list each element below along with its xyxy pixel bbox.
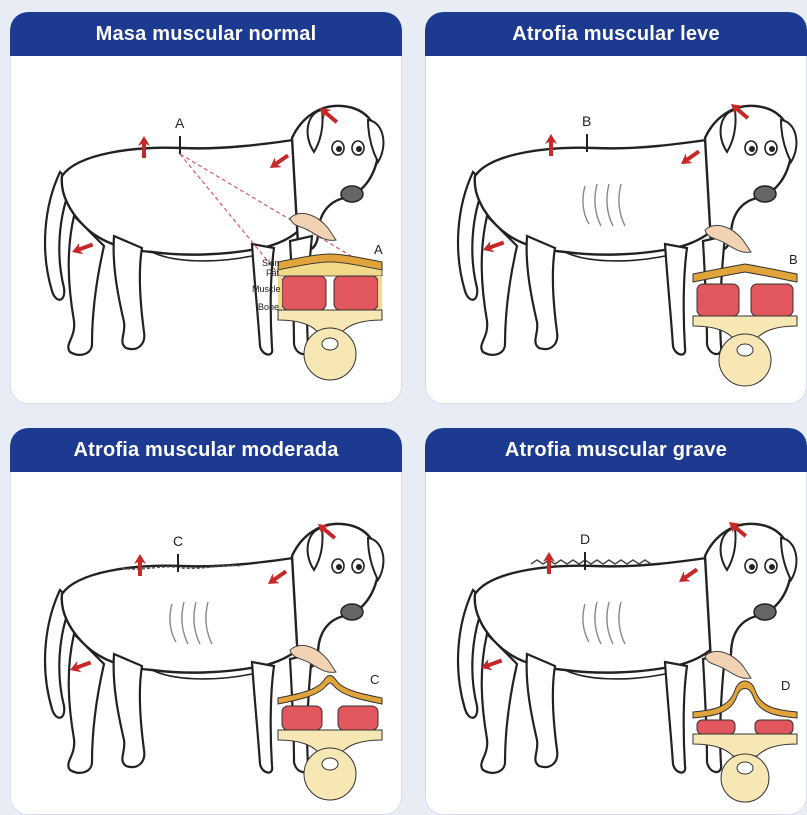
inset-marker-label: B bbox=[789, 252, 798, 267]
layer-label-skin: Skin bbox=[262, 258, 280, 268]
dog-illustration: D D bbox=[425, 472, 807, 815]
panel-title: Atrofia muscular grave bbox=[425, 428, 807, 472]
layer-label-muscle: Muscle bbox=[252, 284, 281, 294]
panel-title: Masa muscular normal bbox=[10, 12, 402, 56]
panel-severe: Atrofia muscular grave D D bbox=[425, 428, 807, 815]
dog-illustration: A A Skin Fat Muscle Bone bbox=[10, 56, 402, 404]
dog-illustration: B B bbox=[425, 56, 807, 404]
panel-title: Atrofia muscular leve bbox=[425, 12, 807, 56]
marker-label: D bbox=[580, 531, 590, 547]
marker-label: C bbox=[173, 533, 183, 549]
dog-illustration: C C bbox=[10, 472, 402, 815]
panel-normal: Masa muscular normal A A bbox=[10, 12, 402, 404]
inset-marker-label: A bbox=[374, 242, 383, 257]
marker-label: A bbox=[175, 115, 185, 131]
layer-label-fat: Fat bbox=[266, 268, 280, 278]
panel-title: Atrofia muscular moderada bbox=[10, 428, 402, 472]
inset-marker-label: D bbox=[781, 678, 790, 693]
panel-mild: Atrofia muscular leve B B bbox=[425, 12, 807, 404]
panel-moderate: Atrofia muscular moderada C C bbox=[10, 428, 402, 815]
marker-label: B bbox=[582, 113, 591, 129]
inset-marker-label: C bbox=[370, 672, 379, 687]
layer-label-bone: Bone bbox=[258, 302, 279, 312]
